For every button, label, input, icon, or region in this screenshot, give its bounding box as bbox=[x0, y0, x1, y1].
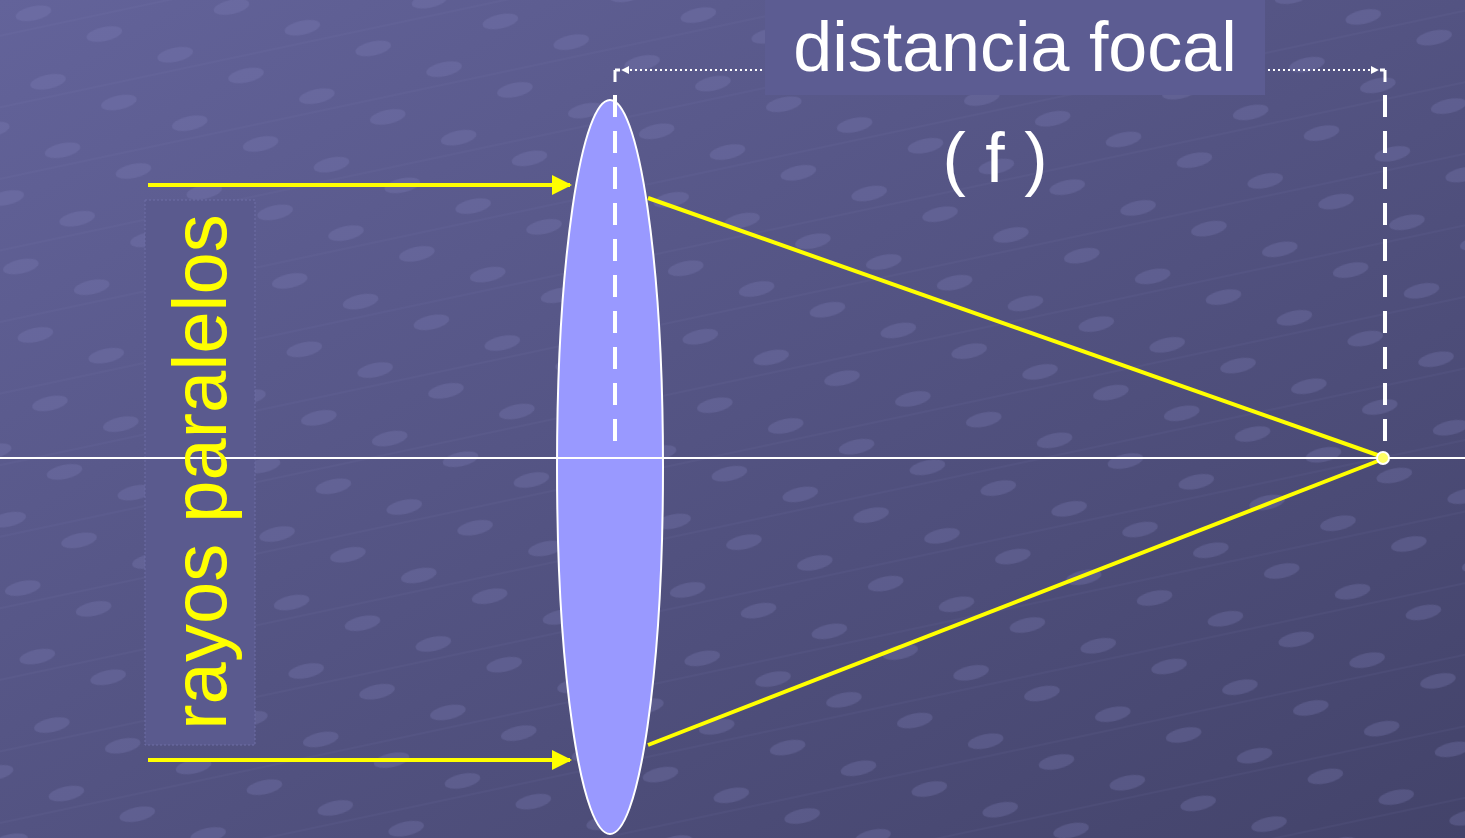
dimension-tick bbox=[614, 70, 617, 82]
optical-axis bbox=[557, 457, 663, 459]
symbol-label: ( f ) bbox=[943, 123, 1048, 193]
dimension-tick bbox=[615, 69, 620, 72]
label-patch bbox=[765, 0, 1265, 95]
dimension-tick bbox=[1380, 69, 1385, 72]
incident-ray bbox=[148, 758, 570, 762]
dimension-line bbox=[622, 69, 762, 71]
incident-ray bbox=[148, 183, 570, 187]
label-patch bbox=[145, 200, 255, 745]
refracted-ray bbox=[648, 459, 1383, 745]
dimension-line bbox=[1268, 69, 1378, 71]
refracted-ray bbox=[648, 198, 1383, 457]
convex-lens bbox=[557, 100, 663, 834]
lens-plane-marker bbox=[613, 95, 617, 452]
ray-label: rayos paralelos bbox=[162, 214, 238, 729]
focal-plane-marker bbox=[1383, 95, 1387, 452]
focal-point bbox=[1377, 452, 1389, 464]
dimension-label: distancia focal bbox=[793, 12, 1237, 82]
dimension-tick bbox=[1384, 70, 1387, 82]
